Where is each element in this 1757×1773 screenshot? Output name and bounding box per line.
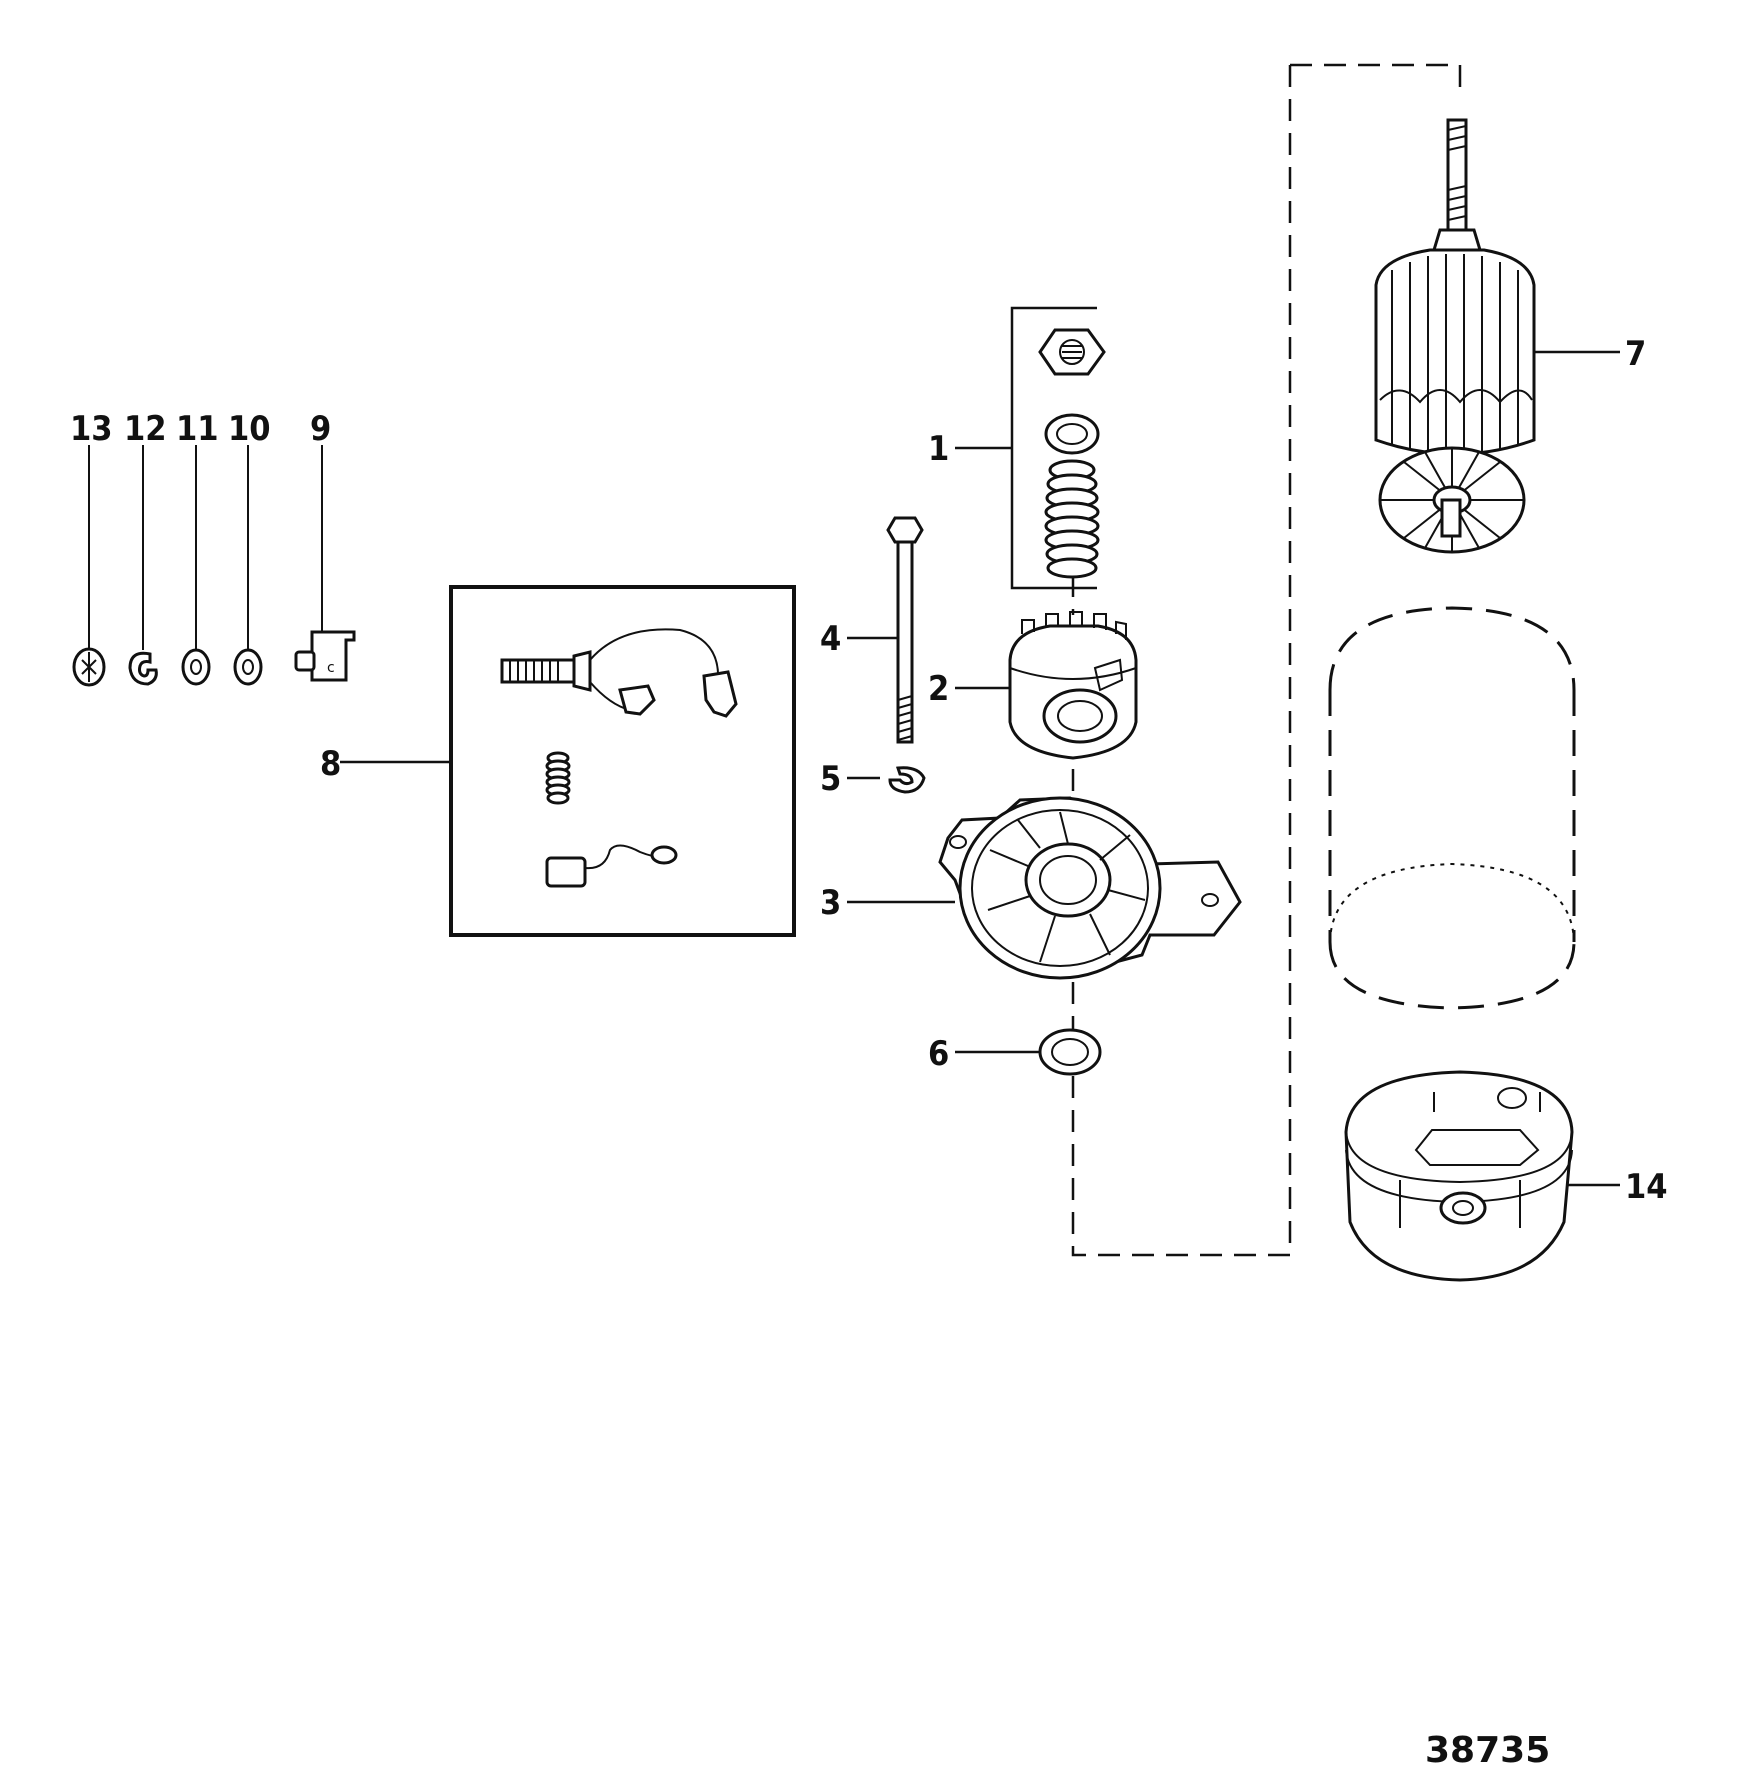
- callout-6: 6: [928, 1034, 949, 1074]
- callout-1: 1: [928, 429, 949, 469]
- callout-labels: 1 2 3 4 5 6 7 8 9 10 11 12 13 14: [70, 334, 1668, 1207]
- part-7-armature: [1374, 118, 1620, 554]
- figure-number: 38735: [1425, 1730, 1550, 1771]
- part-10-nut: [233, 445, 263, 686]
- callout-5: 5: [820, 759, 841, 799]
- callout-12: 12: [124, 409, 167, 449]
- callout-8: 8: [320, 744, 341, 784]
- washer-icon: [1044, 413, 1100, 455]
- part-13-star-washer: [72, 445, 106, 687]
- callout-2: 2: [928, 669, 949, 709]
- part-3-drive-end-housing: [847, 796, 1242, 980]
- part-12-lock-washer: [128, 445, 158, 686]
- spring-icon: [1044, 459, 1100, 579]
- callout-3: 3: [820, 883, 841, 923]
- brush-spring-icon: [545, 751, 571, 805]
- part-9-bracket: c: [294, 445, 356, 682]
- part-1-drive-kit: [955, 306, 1106, 590]
- field-frame-phantom: [1328, 606, 1576, 1010]
- part-6-washer: [955, 1028, 1102, 1076]
- callout-10: 10: [228, 409, 271, 449]
- part-4-through-bolt: [847, 516, 924, 744]
- callout-9: 9: [310, 409, 331, 449]
- part-8-brush-kit: [340, 585, 796, 937]
- part-14-end-cap: [1344, 1070, 1620, 1282]
- callout-14: 14: [1625, 1167, 1668, 1207]
- part-2-drive-pinion: [955, 611, 1138, 760]
- part-5-retaining-ring: [847, 766, 926, 794]
- callout-11: 11: [176, 409, 219, 449]
- callout-13: 13: [70, 409, 113, 449]
- callout-7: 7: [1625, 334, 1646, 374]
- svg-text:c: c: [327, 660, 335, 676]
- callout-4: 4: [820, 619, 841, 659]
- part-11-washer: [181, 445, 211, 686]
